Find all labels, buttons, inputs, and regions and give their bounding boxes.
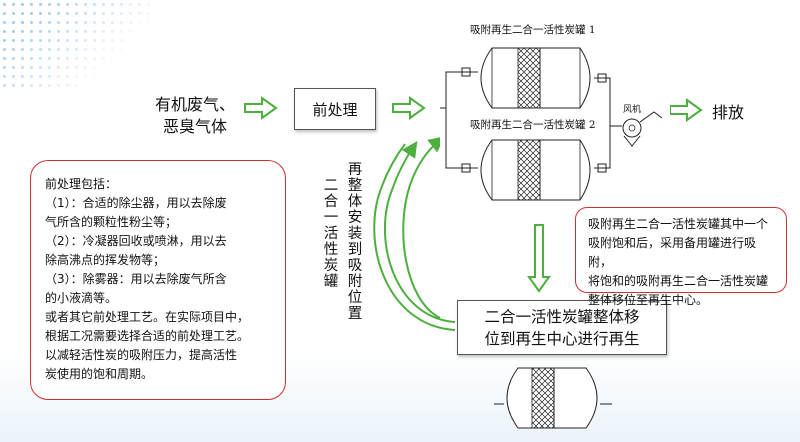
pre-detail-line: （3）：除雾器：用以去除废气所含 [45,272,227,286]
regeneration-note: 吸附再生二合一活性炭罐其中一个 吸附饱和后，采用备用罐进行吸附， 将饱和的吸附再… [575,207,787,307]
input-gas-label: 有机废气、 恶臭气体 [140,94,250,138]
pre-detail-line: 气所含的颗粒性粉尘等； [45,215,178,229]
pre-detail-line: 炭使用的饱和周期。 [45,367,154,381]
tank-schematic [440,47,663,201]
regen-note-line: 吸附再生二合一活性炭罐其中一个 [588,217,769,231]
fan-label: 风机 [623,105,642,115]
pre-detail-line: 除高沸点的挥发物等； [45,253,166,267]
pre-treatment-detail-note: 前处理包括： （1）：合适的除尘器，用以去除废 气所含的颗粒性粉尘等； （2）：… [30,160,286,400]
background-dots [0,0,150,90]
pre-detail-line: 或者其它前处理工艺。在实际项目中， [45,310,250,324]
arrow-input-to-pre [244,96,278,120]
regen-note-line: 整体移位至再生中心。 [588,293,709,307]
piping [440,67,622,173]
tank-1-label: 吸附再生二合一活性炭罐 1 [470,24,596,36]
arrow-pre-to-tanks [392,96,426,120]
pre-detail-line: （2）：冷凝器回收或喷淋，用以去 [45,234,227,248]
arrow-down-to-regeneration [527,224,551,293]
pre-treatment-label: 前处理 [312,100,358,119]
pre-treatment-box: 前处理 [294,88,376,130]
regen-note-line: 将饱和的吸附再生二合一活性炭罐 [588,274,769,288]
pre-detail-line: 以减轻活性炭的吸附压力，提高活性 [45,348,238,362]
vertical-label-right: 再整体安装到吸附位置 [347,162,363,322]
exhaust-label: 排放 [712,103,745,122]
tank-2-label: 吸附再生二合一活性炭罐 2 [470,119,596,131]
return-arrow-curve-2 [402,136,445,319]
bottom-tank-drawing [494,367,612,429]
pre-detail-line: 的小液滴等。 [45,291,118,305]
return-arrow-curve-1 [384,141,456,323]
vertical-label-left: 二合一活性炭罐 [323,178,339,290]
input-gas-line-1: 有机废气、 [154,95,235,114]
return-arrow-curve-1-inner [373,143,456,331]
arrow-to-exhaust [669,98,703,122]
tank-2 [480,139,591,201]
input-gas-line-2: 恶臭气体 [162,117,227,136]
fan-symbol [622,111,663,147]
pre-detail-line: 根据工况需要选择合适的前处理工艺。 [45,329,250,343]
regen-note-line: 吸附饱和后，采用备用罐进行吸附， [588,236,757,269]
tank-1 [480,47,591,109]
regeneration-line-1: 二合一活性炭罐整体移 [484,307,640,326]
tank-process-drawing: 吸附再生二合一活性炭罐 1 吸附再生二合一活性炭罐 2 风机 [440,18,670,206]
pre-detail-line: （1）：合适的除尘器，用以去除废 [45,196,227,210]
regeneration-line-2: 位到再生中心进行再生 [484,329,640,348]
regeneration-box: 二合一活性炭罐整体移 位到再生中心进行再生 [457,300,667,355]
pre-detail-line: 前处理包括： [45,177,118,191]
